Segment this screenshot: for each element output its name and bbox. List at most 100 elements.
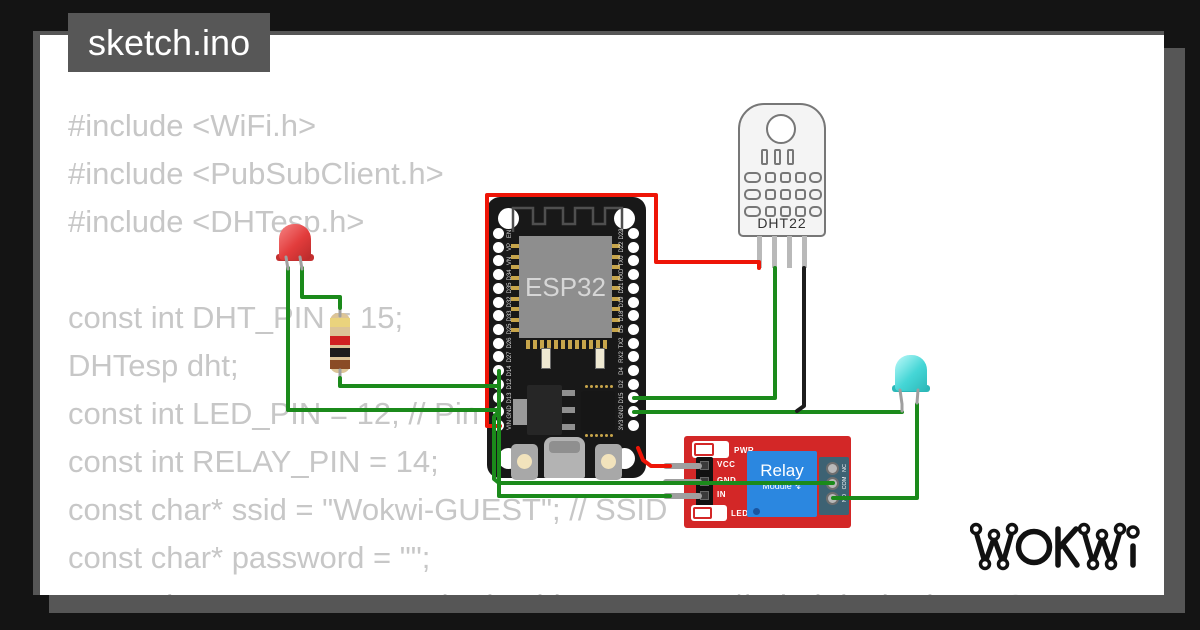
dht22-slot <box>765 189 776 200</box>
esp32-pin-d18 <box>627 310 639 322</box>
wire-red-vin-to-dht-vcc[interactable] <box>485 193 761 428</box>
chip-pad <box>612 244 620 248</box>
chip-pad <box>511 317 519 322</box>
chip-pad <box>612 296 620 301</box>
wire-led1-leg-right[interactable] <box>298 255 304 271</box>
code-line: const char* mqtt_server = "broker.hivemq… <box>68 588 1066 595</box>
esp32-antenna-icon <box>511 206 624 232</box>
smd-led <box>595 348 605 369</box>
file-tab[interactable]: sketch.ino <box>68 13 271 72</box>
dht22-slot <box>744 189 761 200</box>
relay-led1 <box>691 505 727 521</box>
chip-pad <box>511 307 519 311</box>
dht22-notch <box>774 149 781 165</box>
code-line: const char* password = ""; <box>68 540 431 575</box>
esp32-pin-vn <box>492 255 504 267</box>
wire-green-relay-no-to-led2[interactable] <box>831 402 919 500</box>
dht22-leg <box>787 236 792 268</box>
chip-pad <box>511 244 519 248</box>
chip-pad <box>612 265 620 269</box>
regulator-leg <box>562 407 575 413</box>
dht22-label: DHT22 <box>757 215 807 231</box>
dht22-slot <box>765 206 776 217</box>
esp32-pin-tx2 <box>627 337 639 349</box>
chip-pad <box>547 340 551 349</box>
wire-green-d14-to-relay-in[interactable] <box>497 369 672 498</box>
qfn-dot <box>605 434 608 437</box>
wire-led2-leg-right[interactable] <box>915 388 920 405</box>
relay-terminal-hole <box>826 461 839 475</box>
esp32-pin-d33 <box>492 310 504 322</box>
esp32-pin-en <box>492 228 504 239</box>
esp32-chip: ESP32 <box>519 236 612 338</box>
relay-pwr-led <box>692 441 729 458</box>
chip-pad <box>511 254 519 259</box>
esp32-pin-tx0 <box>627 255 639 267</box>
esp32-pin-d26 <box>492 337 504 349</box>
wire-green-resistor-to-d12[interactable] <box>338 376 501 388</box>
esp32-chip-label: ESP32 <box>525 271 606 302</box>
dht22-slot <box>780 206 791 217</box>
wire-led2-leg-left[interactable] <box>898 388 904 413</box>
dht22-slot <box>744 206 761 217</box>
wire-led1-leg-left[interactable] <box>284 255 290 271</box>
chip-pad <box>540 340 544 349</box>
dht22-slot <box>809 206 822 217</box>
chip-pad <box>554 340 558 349</box>
esp32-pin-d27 <box>492 351 504 363</box>
en-button[interactable] <box>511 444 538 480</box>
red-led[interactable] <box>279 224 311 260</box>
dht22-slot <box>780 189 791 200</box>
qfn-dot <box>595 434 598 437</box>
voltage-regulator <box>527 385 562 435</box>
chip-pad <box>511 328 519 332</box>
resistor-band <box>330 360 350 369</box>
dht22-leg <box>757 236 762 268</box>
dht22-slot <box>795 172 806 183</box>
qfn-dot <box>610 434 613 437</box>
dht22-notch <box>787 149 794 165</box>
chip-pad <box>589 340 593 349</box>
cyan-led[interactable] <box>895 355 927 391</box>
esp32-pin-d25 <box>492 323 504 335</box>
qfn-dot <box>610 385 613 388</box>
chip-pad <box>582 340 586 349</box>
chip-pad <box>511 296 519 301</box>
relay-pin-label: VCC <box>717 460 736 469</box>
chip-pad <box>603 340 607 349</box>
wire-green-d15-to-dht-data[interactable] <box>632 266 777 400</box>
esp32-pin-3v3 <box>627 419 639 431</box>
qfn-dot <box>590 385 593 388</box>
dht22-leg <box>802 236 807 268</box>
dht22-slot <box>765 172 776 183</box>
chip-pad <box>612 307 620 311</box>
wire-green-led1-to-gnd[interactable] <box>286 266 501 412</box>
esp32-pin-d23 <box>627 228 639 239</box>
board-mount-hole <box>614 208 635 229</box>
dht22-slot <box>809 189 822 200</box>
relay-led1-label: LED1 <box>731 509 754 518</box>
wire-black-dht-gnd[interactable] <box>795 266 806 413</box>
esp32-pin-d5 <box>627 323 639 335</box>
chip-pad <box>612 328 620 332</box>
esp32-pin-d4 <box>627 365 639 376</box>
esp32-pin-rxd <box>627 269 639 281</box>
boot-button[interactable] <box>595 444 622 480</box>
chip-pad <box>612 286 620 290</box>
esp32-pin-d21 <box>627 282 639 294</box>
code-line: DHTesp dht; <box>68 348 239 383</box>
qfn-dot <box>605 385 608 388</box>
dht22-slot <box>795 189 806 200</box>
code-line: const int RELAY_PIN = 14; <box>68 444 439 479</box>
wire-green-led1-to-resistor[interactable] <box>300 266 342 310</box>
relay-blue-dot <box>753 508 760 515</box>
wire-red-3v3-to-relay-vcc[interactable] <box>636 446 672 468</box>
dht22-mount-hole <box>766 114 796 144</box>
chip-pad <box>568 340 572 349</box>
esp32-pin-d34 <box>492 269 504 281</box>
chip-pad <box>612 317 620 322</box>
wire-green-gnd-to-relay-com[interactable] <box>492 410 835 485</box>
code-line: const int DHT_PIN = 15; <box>68 300 404 335</box>
esp32-pin-d19 <box>627 296 639 308</box>
